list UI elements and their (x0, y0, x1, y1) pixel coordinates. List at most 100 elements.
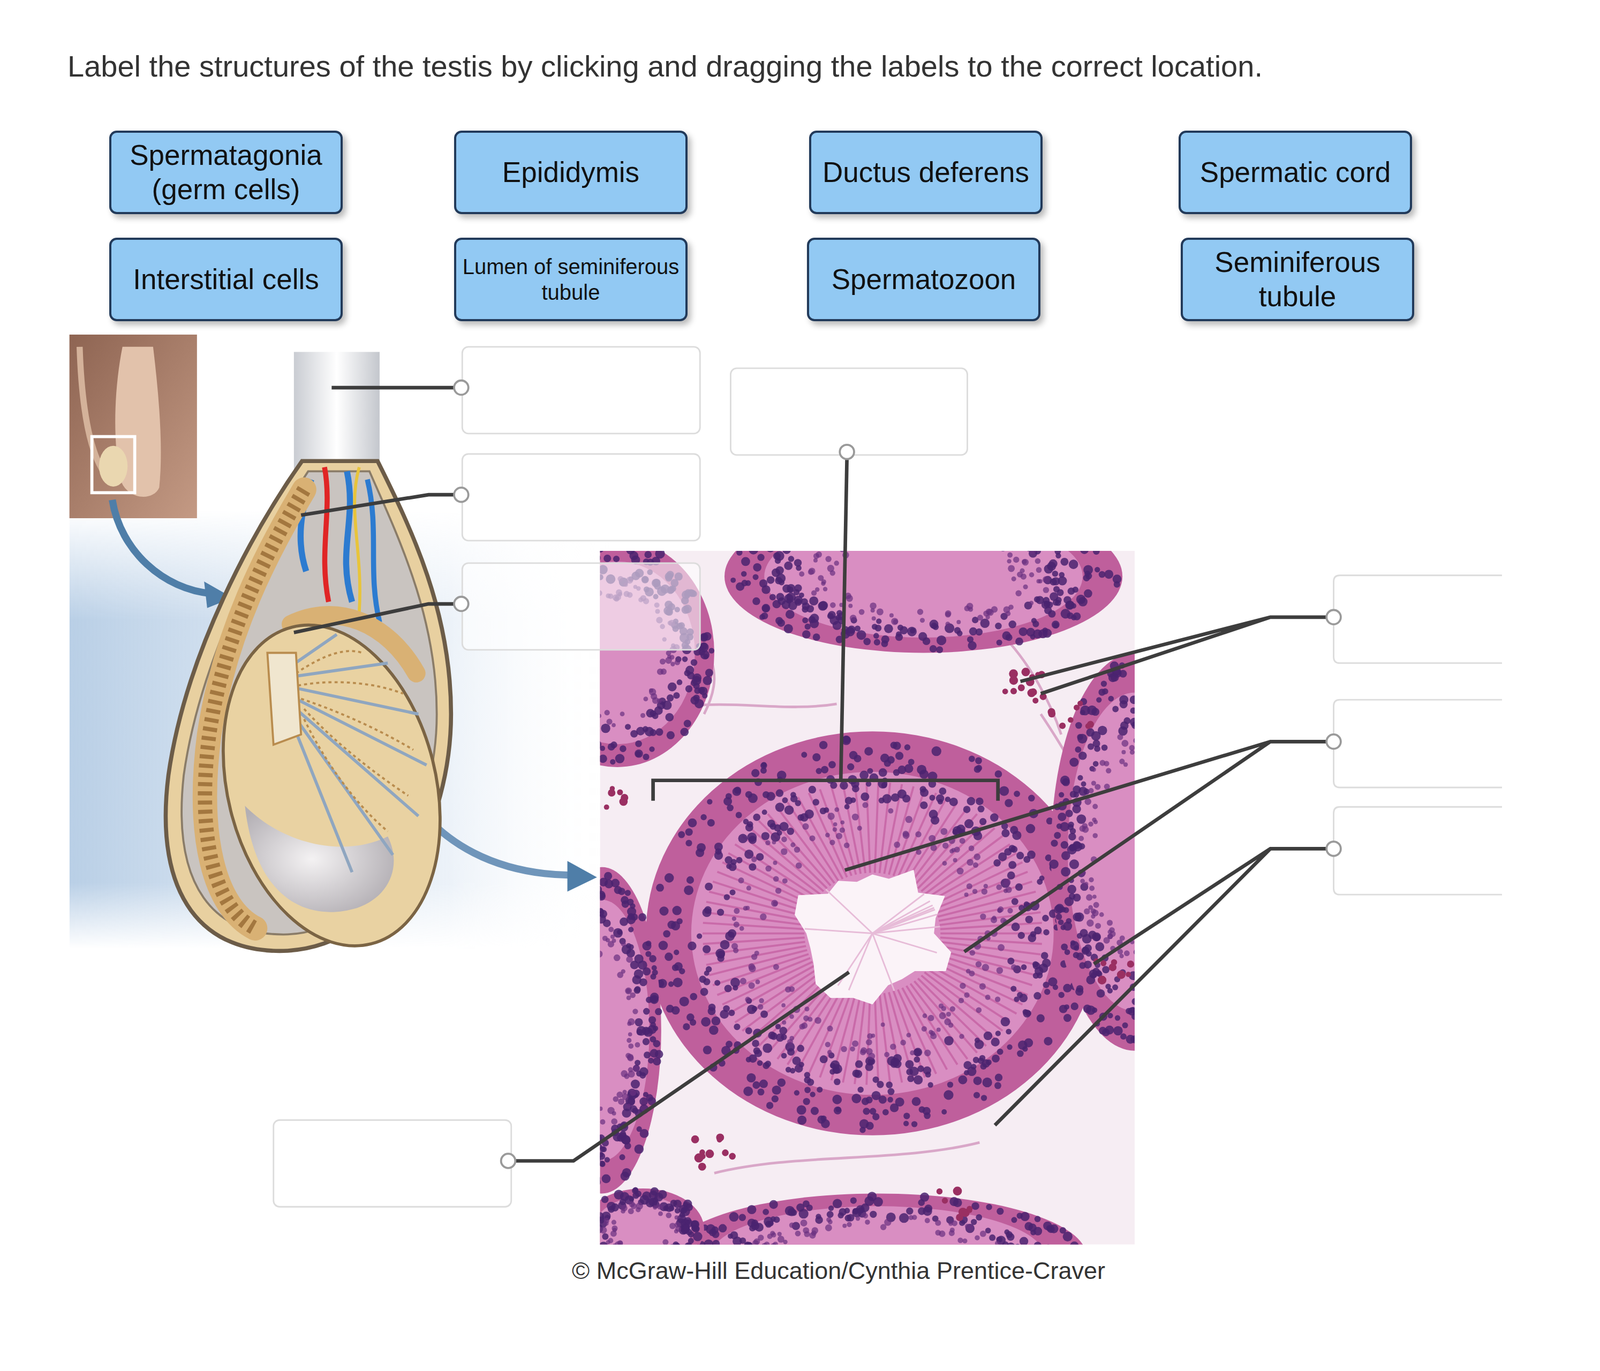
nucleus (990, 916, 998, 924)
nucleus (959, 983, 966, 990)
nucleus (1073, 952, 1080, 959)
nucleus (644, 727, 655, 737)
nucleus (963, 1061, 972, 1070)
nucleus (642, 753, 649, 761)
nucleus (706, 799, 713, 805)
nucleus (1036, 579, 1041, 584)
nucleus (766, 791, 776, 802)
nucleus (765, 865, 772, 872)
label-tile: Spermatagonia (germ cells) (109, 130, 343, 215)
nucleus (664, 873, 675, 883)
nucleus (923, 1112, 931, 1120)
nucleus (812, 633, 821, 641)
nucleus (703, 676, 713, 686)
leader-line (1020, 617, 1328, 694)
nucleus (683, 885, 694, 896)
nucleus (964, 892, 969, 897)
nucleus (679, 997, 690, 1007)
nucleus (725, 931, 735, 942)
nucleus (751, 1006, 758, 1013)
nucleus (794, 1064, 804, 1074)
nucleus (700, 987, 709, 996)
nucleus (620, 711, 625, 717)
nucleus (654, 1050, 664, 1059)
nucleus (919, 801, 928, 810)
nucleus (761, 832, 770, 841)
sperm-tail-streak (924, 972, 1003, 1031)
nucleus (803, 1098, 811, 1106)
nucleus (825, 1042, 831, 1048)
nucleus (820, 1119, 830, 1129)
nucleus (1060, 841, 1069, 849)
nucleus (973, 1076, 983, 1086)
nucleus (851, 813, 859, 821)
nucleus (899, 626, 908, 635)
nucleus (600, 551, 605, 553)
nucleus (688, 818, 698, 828)
drop-box (462, 563, 700, 651)
nucleus (999, 551, 1006, 552)
nucleus (1043, 586, 1049, 593)
nucleus (600, 723, 611, 734)
nucleus (774, 577, 783, 585)
nucleus (809, 596, 819, 606)
nucleus (826, 1025, 833, 1032)
nucleus (708, 647, 715, 654)
nucleus (610, 934, 615, 940)
nucleus (620, 941, 626, 947)
nucleus (995, 884, 1002, 891)
nucleus (601, 1174, 611, 1184)
sperm-tail-streak (906, 802, 958, 881)
nucleus (966, 858, 974, 866)
nucleus (1044, 1244, 1053, 1246)
nucleus (611, 723, 616, 728)
nucleus (604, 1218, 610, 1224)
nucleus (1043, 929, 1049, 936)
nucleus (970, 1063, 977, 1070)
nucleus (796, 1105, 807, 1115)
nucleus (1062, 984, 1072, 993)
nucleus (1092, 833, 1098, 839)
sperm-tail-streak (930, 965, 1017, 1015)
nucleus (650, 992, 660, 1002)
label-tile: Ductus deferens (809, 130, 1043, 215)
nucleus (628, 1208, 635, 1215)
nucleus (762, 1043, 773, 1054)
nucleus (1078, 787, 1088, 797)
nucleus (1060, 943, 1068, 951)
nucleus (1123, 762, 1128, 767)
nucleus (699, 634, 708, 643)
nucleus (1047, 610, 1056, 618)
nucleus (812, 798, 820, 806)
nucleus (891, 617, 898, 625)
nucleus (1068, 821, 1075, 828)
nucleus (730, 577, 736, 584)
nucleus (1004, 798, 1013, 807)
nucleus (907, 627, 917, 637)
nucleus (636, 1202, 644, 1210)
sperm-tail-streak (879, 993, 891, 1085)
nucleus (846, 1222, 852, 1228)
nucleus (798, 1209, 809, 1219)
nucleus (974, 765, 981, 773)
nucleus (1122, 1022, 1129, 1029)
nucleus (760, 767, 767, 774)
sperm-tail-streak (728, 853, 815, 902)
nucleus (924, 1050, 932, 1058)
nucleus (804, 809, 814, 819)
nucleus (962, 1238, 968, 1244)
nucleus (752, 574, 759, 580)
vein (345, 471, 352, 602)
nucleus (604, 710, 610, 716)
nucleus (752, 597, 760, 606)
nucleus (958, 1075, 968, 1085)
nucleus (620, 1209, 626, 1214)
nucleus (627, 899, 635, 907)
nucleus (1091, 817, 1097, 822)
nucleus (871, 616, 877, 621)
interstitial-cell (941, 1197, 948, 1204)
nucleus (929, 810, 939, 820)
nucleus (746, 1205, 757, 1215)
nucleus (651, 965, 658, 971)
nucleus (600, 553, 601, 564)
